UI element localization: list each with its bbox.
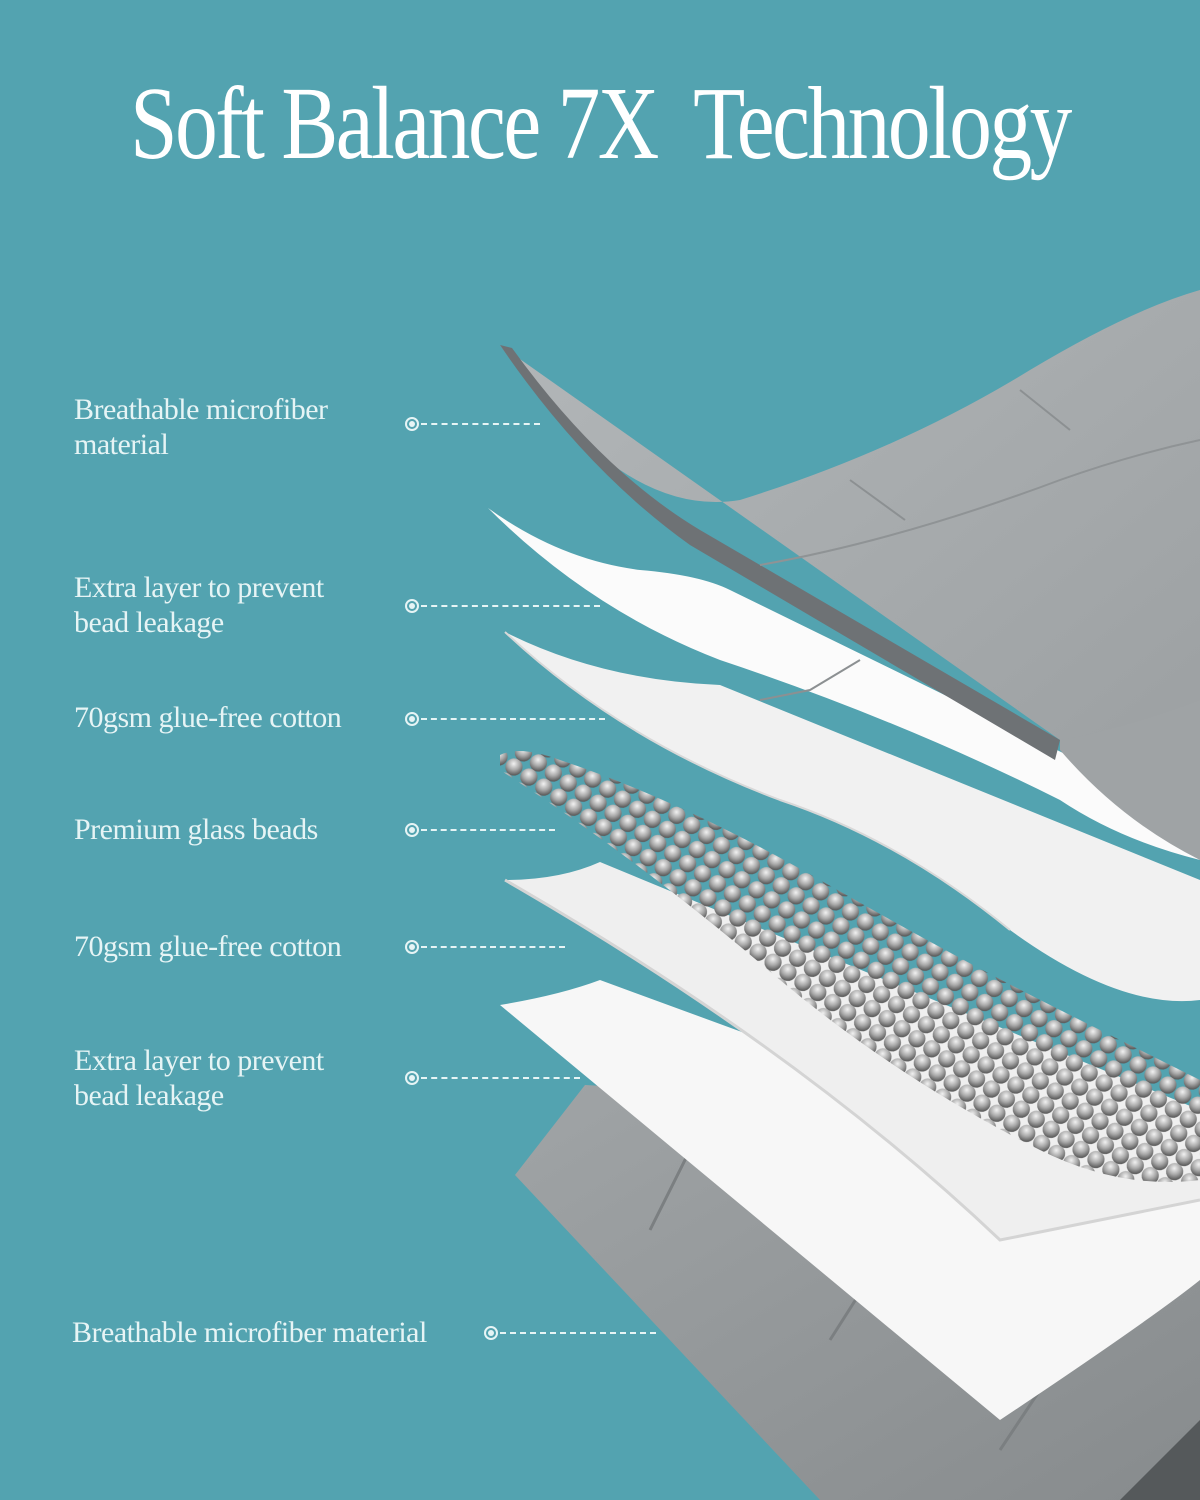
label-lower-extra-layer: Extra layer to prevent bead leakage — [74, 1044, 324, 1112]
page-title: Soft Balance 7X Technology — [130, 66, 1072, 181]
leader-upper-cotton — [405, 711, 605, 727]
label-top-microfiber: Breathable microfiber material — [74, 393, 328, 461]
target-dot-icon — [405, 940, 419, 954]
target-dot-icon — [405, 823, 419, 837]
label-lower-cotton: 70gsm glue-free cotton — [74, 930, 342, 963]
lower-extra-layer — [500, 980, 1200, 1420]
target-dot-icon — [405, 599, 419, 613]
label-upper-cotton: 70gsm glue-free cotton — [74, 701, 342, 734]
label-glass-beads: Premium glass beads — [74, 813, 318, 846]
label-upper-extra-layer: Extra layer to prevent bead leakage — [74, 571, 324, 639]
leader-upper-extra-layer — [405, 598, 600, 614]
target-dot-icon — [405, 712, 419, 726]
label-bottom-microfiber: Breathable microfiber material — [72, 1316, 427, 1349]
target-dot-icon — [405, 1071, 419, 1085]
target-dot-icon — [405, 417, 419, 431]
target-dot-icon — [484, 1326, 498, 1340]
glass-beads-layer — [500, 751, 1200, 1182]
top-microfiber-layer — [500, 290, 1200, 860]
leader-lower-extra-layer — [405, 1070, 580, 1086]
upper-extra-layer — [488, 508, 1200, 860]
leader-glass-beads — [405, 822, 555, 838]
leader-lower-cotton — [405, 939, 565, 955]
leader-top-microfiber — [405, 416, 540, 432]
upper-cotton-layer — [505, 632, 1200, 1002]
lower-cotton-layer — [505, 862, 1200, 1240]
leader-bottom-microfiber — [484, 1325, 656, 1341]
